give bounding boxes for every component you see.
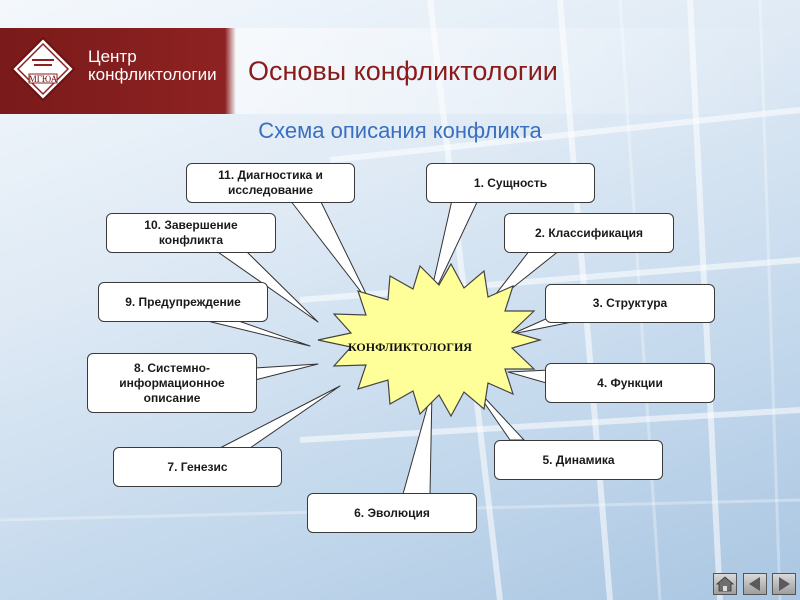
logo-text-line2: конфликтологии: [88, 65, 217, 84]
item-completion: 10. Завершение конфликта: [106, 213, 276, 253]
item-genesis: 7. Генезис: [113, 447, 282, 487]
logo-text: Центр конфликтологии: [88, 48, 217, 84]
header-band: [0, 28, 800, 114]
center-label: КОНФЛИКТОЛОГИЯ: [348, 340, 472, 354]
callout-pointer-11: [289, 199, 373, 307]
item-essence: 1. Сущность: [426, 163, 595, 203]
page-title: Основы конфликтологии: [248, 56, 558, 86]
page-subtitle: Схема описания конфликта: [258, 118, 542, 143]
item-evolution: 6. Эволюция: [307, 493, 477, 533]
logo-emblem: МГЮА: [10, 36, 76, 102]
item-structure: 3. Структура: [545, 284, 715, 323]
logo: МГЮА Центр конфликтологии: [0, 28, 232, 114]
next-slide-button[interactable]: [772, 573, 796, 595]
item-functions: 4. Функции: [545, 363, 715, 403]
item-prevention: 9. Предупреждение: [98, 282, 268, 322]
item-classification: 2. Классификация: [504, 213, 674, 253]
home-icon: [715, 576, 735, 592]
callout-pointer-9: [194, 317, 311, 347]
logo-emblem-text: МГЮА: [29, 74, 58, 84]
item-dynamics: 5. Динамика: [494, 440, 663, 480]
logo-text-line1: Центр: [88, 47, 137, 66]
previous-slide-button[interactable]: [743, 573, 767, 595]
item-diagnostics: 11. Диагностика и исследование: [186, 163, 355, 203]
callout-pointer-4: [507, 369, 551, 385]
center-starburst: [317, 262, 543, 418]
triangle-left-icon: [749, 577, 760, 591]
item-system-information: 8. Системно-информационное описание: [87, 353, 257, 413]
callout-pointer-8: [254, 363, 319, 381]
triangle-right-icon: [779, 577, 790, 591]
home-button[interactable]: [713, 573, 737, 595]
